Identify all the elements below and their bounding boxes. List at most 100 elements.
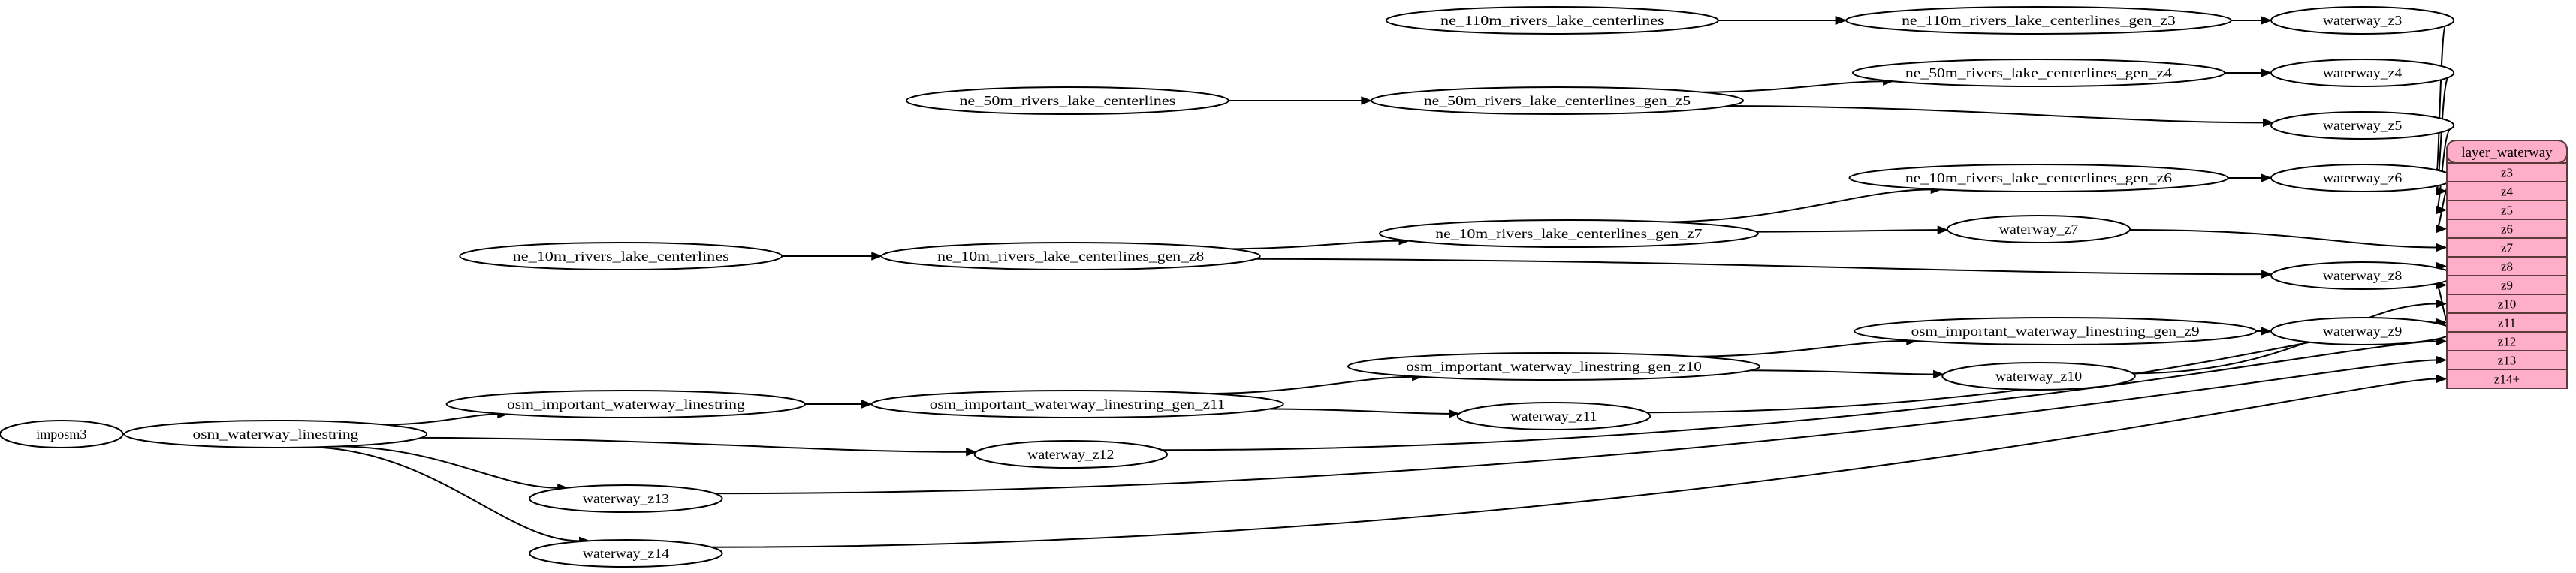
node-label: osm_important_waterway_linestring_gen_z1… xyxy=(1406,359,1702,374)
node-ne_10m_rivers_lake_centerlines_gen_z6[interactable]: ne_10m_rivers_lake_centerlines_gen_z6 xyxy=(1848,164,2229,192)
edge-arrowhead xyxy=(966,448,978,457)
node-ellipse xyxy=(529,484,723,513)
table-row-z5[interactable]: z5 xyxy=(2446,200,2568,220)
edge-ne_10m_rivers_lake_centerlines_gen_z8-to-waterway_z8 xyxy=(1256,258,2273,279)
table-row-bg xyxy=(2446,200,2568,220)
node-osm_important_waterway_linestring[interactable]: osm_important_waterway_linestring xyxy=(445,390,807,418)
edge-ne_50m_rivers_lake_centerlines_gen_z5-to-waterway_z5 xyxy=(1728,105,2274,128)
node-waterway_z4[interactable]: waterway_z4 xyxy=(2270,59,2455,87)
edge-line xyxy=(1751,369,1934,375)
table-row-label: z13 xyxy=(2498,354,2517,368)
edge-ne_50m_rivers_lake_centerlines_gen_z4-to-waterway_z4 xyxy=(2225,68,2273,77)
node-osm_important_waterway_linestring_gen_z9[interactable]: osm_important_waterway_linestring_gen_z9 xyxy=(1854,317,2258,345)
node-waterway_z11[interactable]: waterway_z11 xyxy=(1456,402,1651,430)
edge-ne_10m_rivers_lake_centerlines-to-ne_10m_rivers_lake_centerlines_gen_z8 xyxy=(782,252,883,261)
node-waterway_z3[interactable]: waterway_z3 xyxy=(2270,6,2455,35)
node-ne_110m_rivers_lake_centerlines_gen_z3[interactable]: ne_110m_rivers_lake_centerlines_gen_z3 xyxy=(1845,6,2232,35)
edge-osm_important_waterway_linestring_gen_z11-to-waterway_z11 xyxy=(1269,408,1461,418)
edge-line xyxy=(2436,76,2450,192)
table-row-z8[interactable]: z8 xyxy=(2446,256,2568,276)
table-row-label: z8 xyxy=(2501,260,2513,274)
edge-arrowhead xyxy=(2436,355,2448,365)
node-ellipse xyxy=(1941,362,2136,391)
node-waterway_z8[interactable]: waterway_z8 xyxy=(2270,261,2455,290)
table-row-z10[interactable]: z10 xyxy=(2446,294,2568,314)
edge-line xyxy=(1756,229,1938,233)
node-ne_50m_rivers_lake_centerlines[interactable]: ne_50m_rivers_lake_centerlines xyxy=(905,86,1229,115)
table-row-z12[interactable]: z12 xyxy=(2446,331,2568,351)
edge-arrowhead xyxy=(1449,409,1461,418)
node-ne_10m_rivers_lake_centerlines_gen_z7[interactable]: ne_10m_rivers_lake_centerlines_gen_z7 xyxy=(1378,219,1759,248)
edge-ne_110m_rivers_lake_centerlines_gen_z3-to-waterway_z3 xyxy=(2231,16,2273,25)
node-osm_important_waterway_linestring_gen_z11[interactable]: osm_important_waterway_linestring_gen_z1… xyxy=(870,390,1284,418)
node-ellipse xyxy=(1854,317,2258,345)
node-waterway_z5[interactable]: waterway_z5 xyxy=(2270,111,2455,140)
table-row-z7[interactable]: z7 xyxy=(2446,237,2568,258)
edge-arrowhead xyxy=(2261,270,2273,279)
node-waterway_z10[interactable]: waterway_z10 xyxy=(1941,362,2136,391)
edge-waterway_z12-to-layer_waterway-z12 xyxy=(1162,336,2448,451)
table-row-z14plus[interactable]: z14+ xyxy=(2446,369,2568,389)
node-waterway_z13[interactable]: waterway_z13 xyxy=(529,484,723,513)
table-row-z11[interactable]: z11 xyxy=(2446,312,2568,333)
edge-line xyxy=(341,445,558,489)
node-ne_10m_rivers_lake_centerlines_gen_z8[interactable]: ne_10m_rivers_lake_centerlines_gen_z8 xyxy=(880,242,1261,270)
edge-line xyxy=(714,359,2437,495)
edge-arrowhead xyxy=(2261,173,2273,182)
edge-ne_50m_rivers_lake_centerlines_gen_z5-to-ne_50m_rivers_lake_centerlines_gen_z4 xyxy=(1703,77,1894,93)
node-waterway_z9[interactable]: waterway_z9 xyxy=(2270,317,2455,345)
edge-osm_important_waterway_linestring_gen_z11-to-osm_important_waterway_linestring_gen_z10 xyxy=(1209,372,1423,395)
edge-line xyxy=(1256,258,2262,276)
table-row-bg xyxy=(2446,312,2568,333)
edge-ne_10m_rivers_lake_centerlines_gen_z7-to-waterway_z7 xyxy=(1756,225,1949,234)
edge-arrowhead xyxy=(1361,96,1373,105)
node-label: waterway_z13 xyxy=(583,491,669,506)
node-waterway_z14[interactable]: waterway_z14 xyxy=(529,539,723,568)
edge-line xyxy=(421,436,967,453)
edge-osm_waterway_linestring-to-waterway_z12 xyxy=(421,436,978,457)
node-ne_110m_rivers_lake_centerlines[interactable]: ne_110m_rivers_lake_centerlines xyxy=(1385,6,1719,35)
table-row-z13[interactable]: z13 xyxy=(2446,350,2568,370)
node-ellipse xyxy=(0,420,124,448)
edge-osm_waterway_linestring-to-waterway_z13 xyxy=(341,445,569,493)
edge-line xyxy=(2129,228,2437,249)
node-ellipse xyxy=(973,440,1168,469)
node-ellipse xyxy=(529,539,723,568)
table-row-bg xyxy=(2446,256,2568,276)
table-row-z9[interactable]: z9 xyxy=(2446,275,2568,295)
table-row-z4[interactable]: z4 xyxy=(2446,181,2568,201)
node-label: waterway_z14 xyxy=(583,546,669,561)
node-waterway_z6[interactable]: waterway_z6 xyxy=(2270,164,2455,192)
node-osm_waterway_linestring[interactable]: osm_waterway_linestring xyxy=(123,420,428,448)
edge-line xyxy=(1667,188,1932,223)
table-row-label: z11 xyxy=(2498,316,2516,330)
edge-arrowhead xyxy=(2436,299,2448,309)
node-label: osm_waterway_linestring xyxy=(193,427,359,442)
table-row-z3[interactable]: z3 xyxy=(2446,162,2568,182)
node-label: waterway_z12 xyxy=(1027,447,1114,462)
edge-arrowhead xyxy=(2261,327,2273,336)
node-label: waterway_z5 xyxy=(2323,118,2403,133)
table-row-label: z3 xyxy=(2501,166,2513,180)
node-label: osm_important_waterway_linestring_gen_z9 xyxy=(1911,324,2200,339)
table-row-z6[interactable]: z6 xyxy=(2446,219,2568,239)
node-label: ne_10m_rivers_lake_centerlines_gen_z6 xyxy=(1905,170,2172,185)
edge-line xyxy=(711,378,2437,548)
node-osm_important_waterway_linestring_gen_z10[interactable]: osm_important_waterway_linestring_gen_z1… xyxy=(1347,352,1761,381)
node-label: waterway_z4 xyxy=(2323,65,2403,80)
edge-arrowhead xyxy=(1933,369,1944,379)
node-waterway_z12[interactable]: waterway_z12 xyxy=(973,440,1168,469)
edge-arrowhead xyxy=(2261,16,2273,25)
table-row-bg xyxy=(2446,350,2568,370)
edge-waterway_z14-to-layer_waterway-z14+ xyxy=(711,374,2448,548)
node-ne_10m_rivers_lake_centerlines[interactable]: ne_10m_rivers_lake_centerlines xyxy=(459,242,783,270)
node-waterway_z7[interactable]: waterway_z7 xyxy=(1946,215,2131,243)
node-ellipse xyxy=(905,86,1229,115)
node-ne_50m_rivers_lake_centerlines_gen_z5[interactable]: ne_50m_rivers_lake_centerlines_gen_z5 xyxy=(1370,86,1745,115)
edge-ne_10m_rivers_lake_centerlines_gen_z7-to-ne_10m_rivers_lake_centerlines_gen_z6 xyxy=(1667,185,1942,223)
node-ne_50m_rivers_lake_centerlines_gen_z4[interactable]: ne_50m_rivers_lake_centerlines_gen_z4 xyxy=(1851,59,2226,87)
node-imposm3[interactable]: imposm3 xyxy=(0,420,124,448)
table-title: layer_waterway xyxy=(2461,145,2553,161)
edge-arrowhead xyxy=(2263,118,2274,128)
